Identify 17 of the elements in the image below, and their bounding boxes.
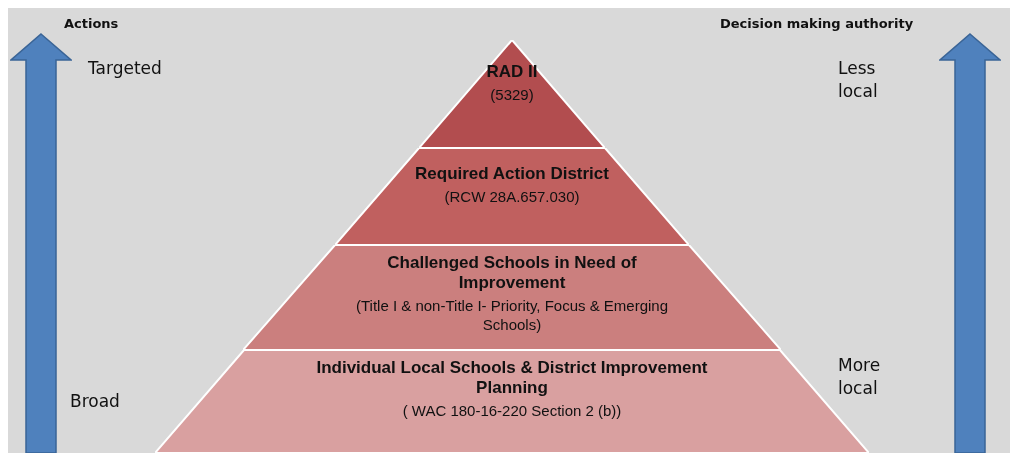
pyramid-band xyxy=(335,148,689,245)
scale-label: Broad xyxy=(70,390,121,413)
axis-title: Actions xyxy=(64,15,120,33)
pyramid-tip xyxy=(419,40,605,148)
scale-label: Targeted xyxy=(88,57,163,80)
scale-label: Less local xyxy=(838,57,879,103)
scale-label: More local xyxy=(838,354,882,400)
tier-reference: (5329) xyxy=(489,85,535,104)
tier-reference: (Title I & non-Title I- Priority, Focus & Emerging Schools) xyxy=(355,296,669,334)
tier-title: RAD II xyxy=(485,62,539,82)
tier-title: Challenged Schools in Need of Improvement xyxy=(386,253,638,293)
axis-title: Decision making authority xyxy=(720,15,915,33)
tier-reference: ( WAC 180-16-220 Section 2 (b)) xyxy=(401,401,623,420)
tier-title: Individual Local Schools & District Improvement Planning xyxy=(315,358,709,398)
pyramid-band xyxy=(243,245,781,350)
tier-title: Required Action District xyxy=(414,164,610,184)
tier-reference: (RCW 28A.657.030) xyxy=(443,187,581,206)
